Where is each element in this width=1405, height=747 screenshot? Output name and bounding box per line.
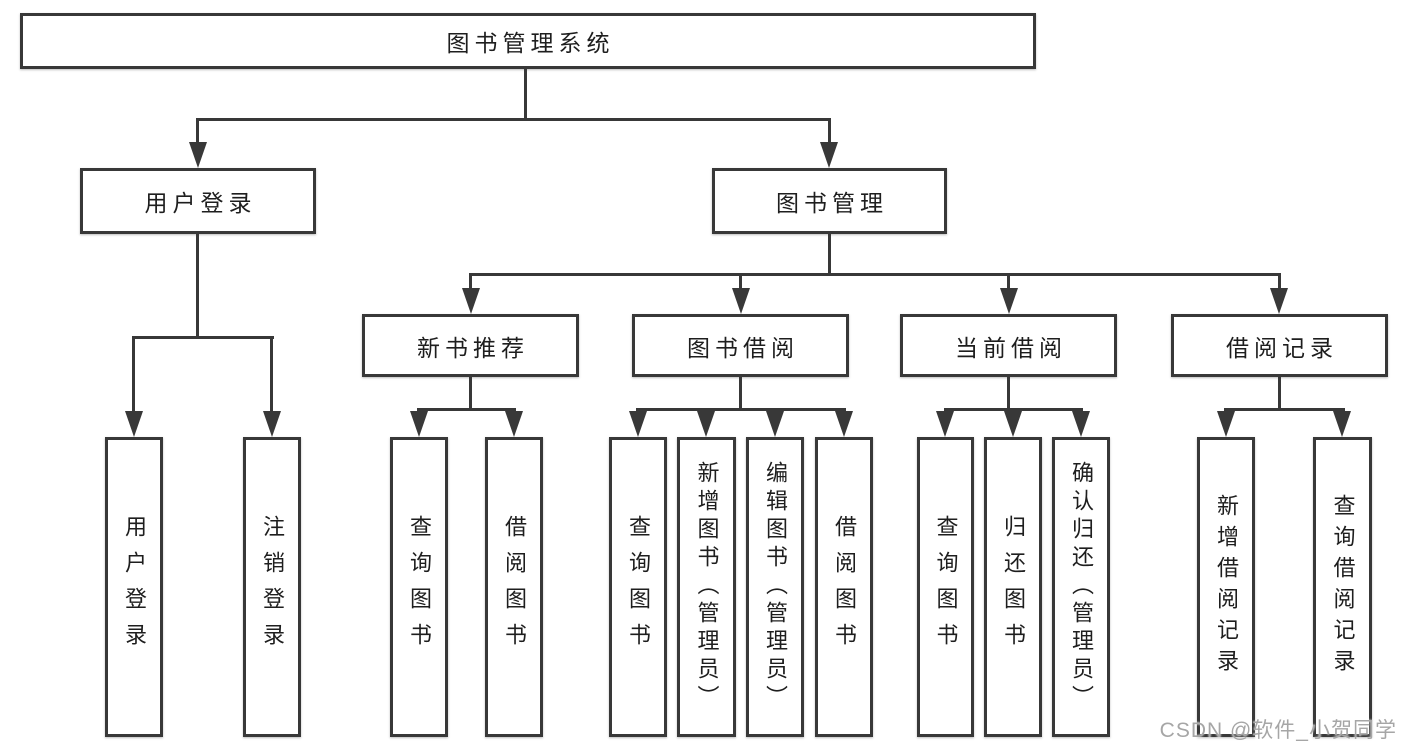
leaf-logout-label: 注销登录 xyxy=(260,515,285,659)
node-new-book-recommend: 新书推荐 xyxy=(362,314,579,377)
leaf-add-books-admin-label: 新增图书（管理员） xyxy=(694,461,720,713)
arrow-down-icon xyxy=(1000,288,1018,314)
node-book-management: 图书管理 xyxy=(712,168,947,234)
connector-line xyxy=(1278,377,1281,408)
leaf-add-borrow-record: 新增借阅记录 xyxy=(1197,437,1255,737)
node-borrow-records: 借阅记录 xyxy=(1171,314,1388,377)
connector-line xyxy=(1278,273,1281,289)
arrow-down-icon xyxy=(732,288,750,314)
csdn-watermark: CSDN @软件_小贺同学 xyxy=(1159,719,1397,742)
arrow-down-icon xyxy=(1270,288,1288,314)
arrow-down-icon xyxy=(835,411,853,437)
node-borrow-records-label: 借阅记录 xyxy=(1226,334,1338,361)
leaf-confirm-return-admin: 确认归还（管理员） xyxy=(1052,437,1110,737)
node-book-management-label: 图书管理 xyxy=(776,190,888,216)
connector-line xyxy=(270,336,273,411)
node-current-borrow-label: 当前借阅 xyxy=(955,334,1067,361)
connector-line xyxy=(636,408,846,411)
leaf-user-login-label: 用户登录 xyxy=(122,515,147,659)
leaf-borrow-books-1-label: 借阅图书 xyxy=(502,515,527,659)
leaf-return-books-label: 归还图书 xyxy=(1001,515,1026,659)
connector-line xyxy=(196,118,199,146)
connector-line xyxy=(1224,408,1345,411)
connector-line xyxy=(469,377,472,408)
leaf-query-books-1-label: 查询图书 xyxy=(407,515,432,659)
leaf-return-books: 归还图书 xyxy=(984,437,1042,737)
leaf-borrow-books-2: 借阅图书 xyxy=(815,437,873,737)
connector-line xyxy=(828,118,831,146)
node-current-borrow: 当前借阅 xyxy=(900,314,1117,377)
node-user-login-label: 用户登录 xyxy=(144,190,257,216)
arrow-down-icon xyxy=(125,411,143,437)
leaf-confirm-return-admin-label: 确认归还（管理员） xyxy=(1069,461,1094,713)
leaf-query-books-3-label: 查询图书 xyxy=(933,515,959,659)
connector-line xyxy=(417,408,516,411)
leaf-add-books-admin: 新增图书（管理员） xyxy=(677,437,736,737)
arrow-down-icon xyxy=(1004,411,1022,437)
node-book-borrow-label: 图书借阅 xyxy=(687,334,799,361)
arrow-down-icon xyxy=(820,142,838,168)
connector-line xyxy=(469,273,472,289)
leaf-add-borrow-record-label: 新增借阅记录 xyxy=(1214,494,1239,680)
node-library-system-label: 图书管理系统 xyxy=(446,30,615,56)
leaf-edit-books-admin-label: 编辑图书（管理员） xyxy=(763,461,788,713)
leaf-borrow-books-1: 借阅图书 xyxy=(485,437,543,737)
arrow-down-icon xyxy=(1217,411,1235,437)
connector-line xyxy=(739,377,742,408)
node-user-login: 用户登录 xyxy=(80,168,316,234)
leaf-query-books-2: 查询图书 xyxy=(609,437,667,737)
arrow-down-icon xyxy=(1072,411,1090,437)
node-library-system: 图书管理系统 xyxy=(20,13,1036,69)
leaf-query-books-1: 查询图书 xyxy=(390,437,448,737)
arrow-down-icon xyxy=(410,411,428,437)
connector-line xyxy=(828,233,831,273)
arrow-down-icon xyxy=(936,411,954,437)
arrow-down-icon xyxy=(263,411,281,437)
connector-line xyxy=(197,118,831,121)
leaf-borrow-books-2-label: 借阅图书 xyxy=(832,515,857,659)
arrow-down-icon xyxy=(766,411,784,437)
arrow-down-icon xyxy=(1333,411,1351,437)
arrow-down-icon xyxy=(189,142,207,168)
leaf-logout: 注销登录 xyxy=(243,437,301,737)
connector-line xyxy=(132,336,135,411)
arrow-down-icon xyxy=(697,411,715,437)
connector-line xyxy=(132,336,274,339)
arrow-down-icon xyxy=(462,288,480,314)
leaf-query-borrow-record: 查询借阅记录 xyxy=(1313,437,1372,737)
connector-line xyxy=(1007,273,1010,289)
connector-line xyxy=(1007,377,1010,408)
leaf-user-login: 用户登录 xyxy=(105,437,163,737)
arrow-down-icon xyxy=(505,411,523,437)
node-book-borrow: 图书借阅 xyxy=(632,314,849,377)
leaf-query-books-2-label: 查询图书 xyxy=(626,515,651,659)
arrow-down-icon xyxy=(629,411,647,437)
connector-line xyxy=(739,273,742,289)
leaf-query-books-3: 查询图书 xyxy=(917,437,974,737)
connector-line xyxy=(469,273,1281,276)
node-new-book-recommend-label: 新书推荐 xyxy=(417,334,529,361)
leaf-query-borrow-record-label: 查询借阅记录 xyxy=(1330,494,1356,680)
leaf-edit-books-admin: 编辑图书（管理员） xyxy=(746,437,804,737)
connector-line xyxy=(196,233,199,336)
connector-line xyxy=(524,68,527,118)
